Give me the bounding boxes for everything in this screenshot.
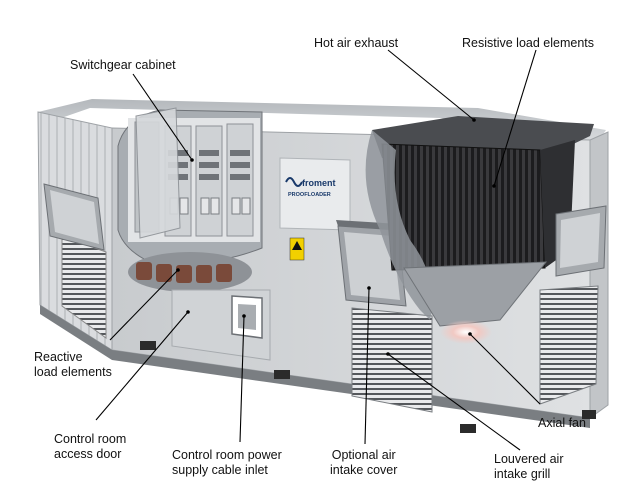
- corner-casting: [460, 424, 476, 433]
- label-line: intake cover: [330, 463, 398, 477]
- leader-switchgear: [132, 73, 193, 161]
- label-axial-fan: Axial fan: [538, 416, 586, 430]
- right-louvered-grill: [539, 285, 599, 405]
- label-cable-inlet: Control room power supply cable inlet: [172, 448, 282, 478]
- corner-casting: [140, 341, 156, 350]
- label-line: Control room: [54, 432, 127, 446]
- corner-casting: [582, 410, 596, 419]
- label-line: supply cable inlet: [172, 463, 268, 477]
- label-line: intake grill: [494, 467, 551, 481]
- product-text: PROOFLOADER: [288, 192, 331, 198]
- label-line: access door: [54, 447, 122, 461]
- leader-reactive: [109, 269, 179, 341]
- label-optional-air-intake-cover: Optional air intake cover: [330, 448, 397, 478]
- label-louvered-air-intake-grill: Louvered air intake grill: [494, 452, 564, 482]
- corner-casting: [274, 370, 290, 379]
- leader-access-door: [95, 311, 189, 421]
- label-control-room-access-door: Control room access door: [54, 432, 126, 462]
- label-hot-air-exhaust: Hot air exhaust: [314, 36, 399, 50]
- label-line: Reactive: [34, 350, 83, 364]
- leader-resistive: [493, 49, 537, 187]
- label-line: Louvered air: [494, 452, 564, 466]
- logo-text: froment: [302, 178, 336, 188]
- brand-panel: froment PROOFLOADER: [279, 157, 351, 261]
- switchgear-cabinet: [117, 107, 263, 264]
- leader-optional-cover: [364, 287, 370, 445]
- leader-dots: [176, 118, 496, 356]
- leader-hot-air: [387, 49, 475, 121]
- cable-inlet-panel: [231, 295, 263, 339]
- right-intake-cover: [555, 205, 607, 277]
- leader-louvered-grill: [387, 353, 521, 451]
- froment-logo: froment PROOFLOADER: [285, 177, 336, 198]
- warning-sign: [289, 237, 305, 261]
- resistive-load-bank: [365, 116, 594, 344]
- label-line: load elements: [34, 365, 112, 379]
- louvered-air-intake-grill: [351, 307, 433, 413]
- leader-lines: [95, 49, 541, 451]
- label-switchgear-cabinet: Switchgear cabinet: [70, 58, 176, 72]
- leader-axial-fan: [469, 333, 541, 405]
- label-reactive-load-elements: Reactive load elements: [34, 350, 112, 380]
- label-line: Optional air: [331, 448, 396, 462]
- label-resistive-load-elements: Resistive load elements: [462, 36, 595, 50]
- left-louvered-grill: [43, 183, 107, 339]
- leader-cable-inlet: [239, 315, 245, 443]
- label-line: Control room power: [172, 448, 282, 462]
- reactive-load-elements: [128, 252, 252, 292]
